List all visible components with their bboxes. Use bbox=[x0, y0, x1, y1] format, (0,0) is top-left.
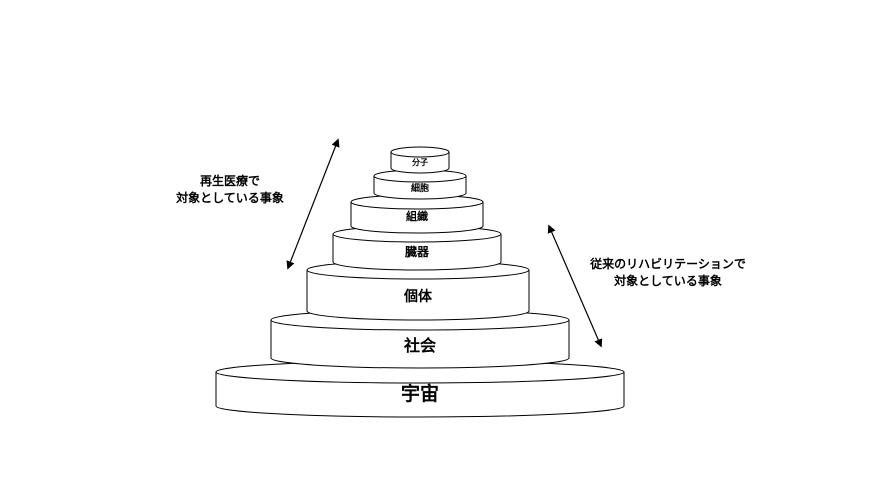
tier-3-label: 組織 bbox=[406, 209, 428, 223]
tier-6-label: 社会 bbox=[403, 336, 436, 355]
tier-3-disc: 組織 bbox=[350, 194, 484, 234]
tier-2-disc: 細胞 bbox=[373, 169, 467, 200]
rehab-annotation: 従来のリハビリテーションで 対象としている事象 bbox=[580, 256, 756, 290]
regenerative-annotation-line1: 再生医療で bbox=[199, 174, 260, 188]
tier-1-disc: 分子 bbox=[390, 146, 450, 174]
tier-5-label: 個体 bbox=[403, 288, 433, 305]
rehab-range-arrow bbox=[547, 224, 603, 348]
rehab-annotation-line1: 従来のリハビリテーションで bbox=[590, 257, 746, 271]
tier-1-label: 分子 bbox=[412, 157, 428, 167]
tier-7-label: 宇宙 bbox=[401, 382, 439, 405]
tier-2-label: 細胞 bbox=[411, 182, 429, 194]
regenerative-annotation-line2: 対象としている事象 bbox=[176, 191, 284, 205]
regenerative-annotation: 再生医療で 対象としている事象 bbox=[168, 173, 292, 207]
tier-4-label: 臓器 bbox=[405, 244, 430, 259]
regenerative-range-arrow bbox=[286, 138, 340, 270]
tier-7-disc: 宇宙 bbox=[215, 360, 625, 418]
rehab-annotation-line2: 対象としている事象 bbox=[614, 274, 722, 288]
